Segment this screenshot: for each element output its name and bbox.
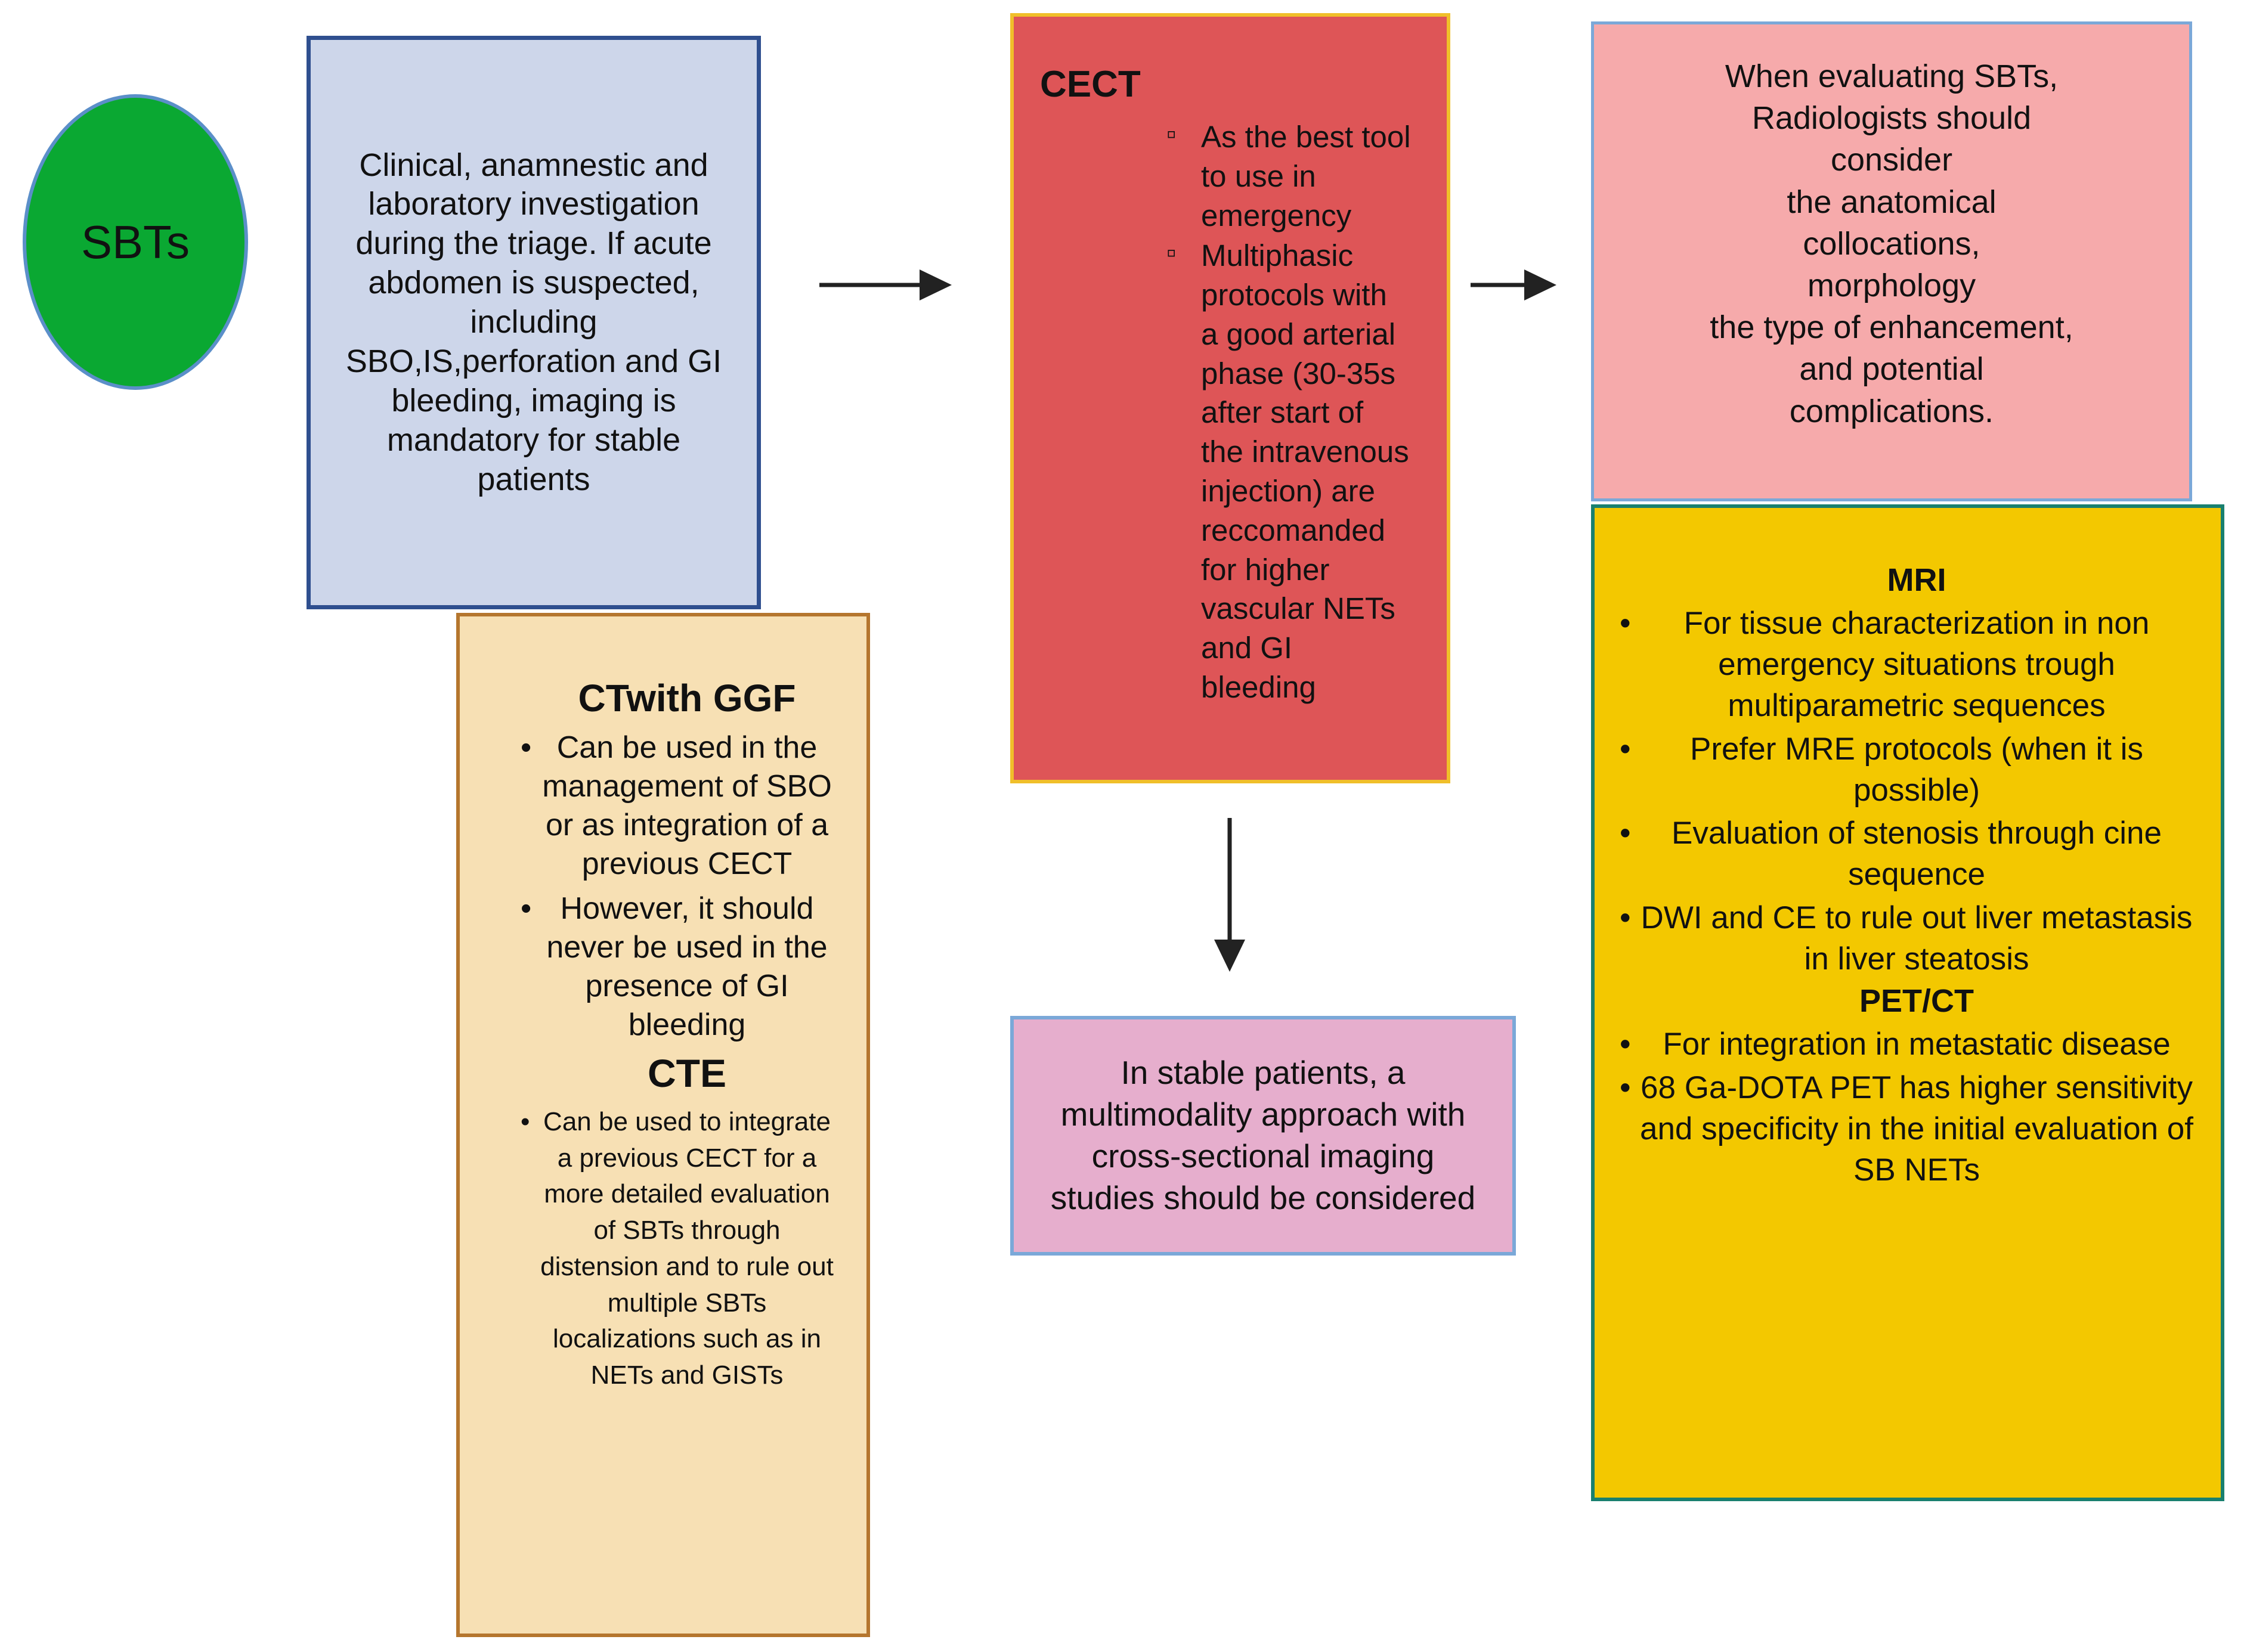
evaluation-line: collocations, [1803,225,1980,262]
ct-ggf-box: CTwith GGF Can be used in the management… [456,613,870,1637]
sbts-label: SBTs [81,215,190,268]
cect-title: CECT [1040,64,1141,105]
ct-ggf-bullet: Can be used in the management of SBO or … [521,729,837,884]
pet-ct-bullet: 68 Ga-DOTA PET has higher sensitivity an… [1620,1068,2197,1191]
cect-bullet: Multiphasic protocols with a good arteri… [1166,235,1411,706]
mri-title: MRI [1887,562,1946,598]
evaluation-line: complications. [1789,393,1994,429]
arrow-cect-to-stable [1214,818,1245,972]
mri-bullet-list: For tissue characterization in non emerg… [1620,603,2197,980]
stable-text: In stable patients, a multimodality appr… [1050,1054,1476,1216]
mri-bullet: For tissue characterization in non emerg… [1620,603,2197,727]
sbts-node: SBTs [23,94,248,390]
evaluation-line: the type of enhancement, [1710,309,2073,346]
cte-bullet-list: Can be used to integrate a previous CECT… [521,1104,837,1394]
pet-ct-title: PET/CT [1859,983,1974,1019]
stable-patients-box: In stable patients, a multimodality appr… [1010,1016,1516,1256]
ct-ggf-bullet: However, it should never be used in the … [521,889,837,1044]
evaluation-line: consider [1830,142,1953,178]
mri-bullet: Prefer MRE protocols (when it is possibl… [1620,729,2197,811]
mri-bullet: DWI and CE to rule out liver metastasis … [1620,898,2197,980]
evaluation-line: morphology [1807,267,1976,303]
mri-pet-ct-box: MRI For tissue characterization in non e… [1591,504,2224,1501]
evaluation-line: the anatomical [1787,184,1997,220]
ct-ggf-bullet-list: Can be used in the management of SBO or … [521,729,837,1044]
evaluation-line: and potential [1799,351,1984,388]
mri-bullet: Evaluation of stenosis through cine sequ… [1620,813,2197,895]
cect-box: CECT As the best tool to use in emergenc… [1010,13,1450,783]
pet-ct-bullet-list: For integration in metastatic disease 68… [1620,1024,2197,1191]
evaluation-line: When evaluating SBTs, [1725,58,2059,94]
ct-ggf-title: CTwith GGF [578,677,796,720]
cect-bullet: As the best tool to use in emergency [1166,116,1411,235]
cect-bullet-list: As the best tool to use in emergency Mul… [1040,116,1411,707]
pet-ct-bullet: For integration in metastatic disease [1620,1024,2197,1065]
evaluation-line: Radiologists should [1751,100,2032,137]
cte-bullet: Can be used to integrate a previous CECT… [521,1104,837,1394]
evaluation-criteria-box: When evaluating SBTs, Radiologists shoul… [1591,21,2192,501]
clinical-investigation-box: Clinical, anamnestic and laboratory inve… [307,36,761,609]
arrow-cect-to-evaluate [1471,269,1556,300]
cte-title: CTE [648,1051,726,1095]
clinical-text: Clinical, anamnestic and laboratory inve… [345,147,722,497]
arrow-clinical-to-cect [819,269,952,300]
